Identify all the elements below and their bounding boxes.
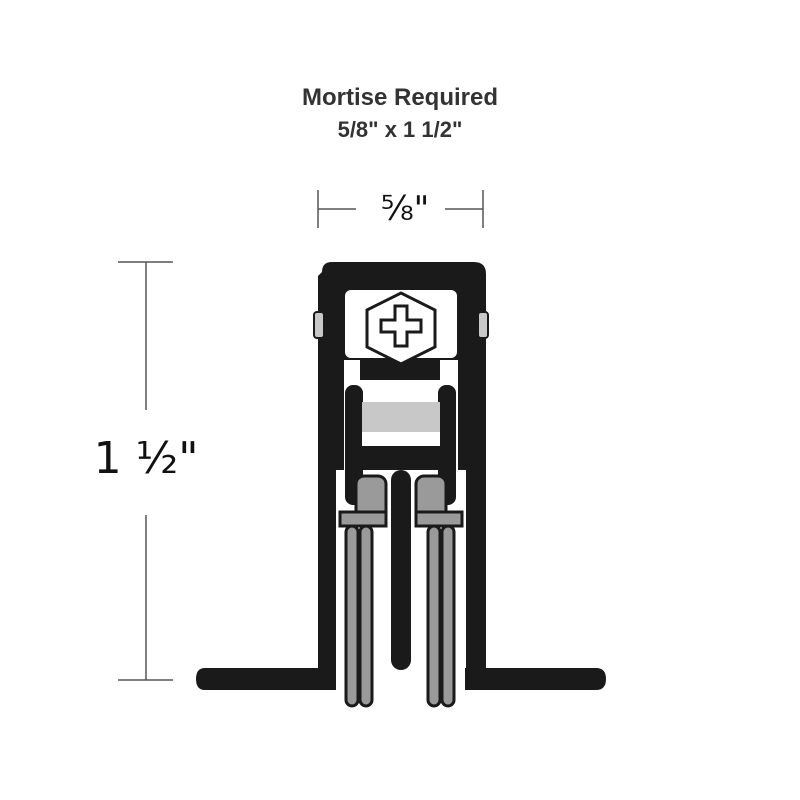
bolt-cavity (313, 290, 489, 366)
sweep-profile (196, 262, 606, 690)
height-dimension-label: 1 ½" (94, 433, 199, 484)
width-dimension (317, 190, 484, 228)
height-dimension (118, 261, 173, 681)
diagram-title: Mortise Required (301, 84, 499, 111)
brush-left (338, 474, 388, 708)
mortise-size-label: 5/8" x 1 1/2" (337, 117, 463, 142)
brush-right (414, 474, 464, 708)
width-dimension-label: ⅝" (381, 189, 430, 229)
insert-strip (362, 402, 440, 470)
phillips-cross-icon (379, 304, 423, 348)
